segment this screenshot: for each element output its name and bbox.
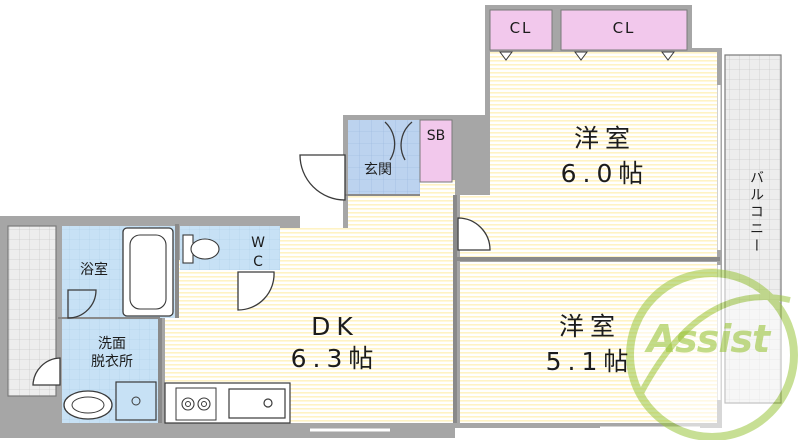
fixtures xyxy=(63,51,675,421)
dk-size: 6.3帖 xyxy=(290,344,380,373)
shoe-box-label: SB xyxy=(426,128,446,144)
western-room-1-name: 洋室 xyxy=(573,124,636,153)
washroom-label-1: 洗面 xyxy=(98,336,126,352)
washroom-label-2: 脱衣所 xyxy=(91,354,133,370)
balcony-label: バルコニー xyxy=(748,170,764,255)
closet-2-label: CL xyxy=(612,19,636,37)
toilet-label: WC xyxy=(251,235,275,270)
entrance-label: 玄関 xyxy=(364,162,392,178)
western-room-1-size: 6.0帖 xyxy=(560,159,650,188)
assist-logo xyxy=(626,269,798,441)
bathroom-label: 浴室 xyxy=(80,262,108,278)
partitions xyxy=(58,194,720,423)
western-room-2-name: 洋室 xyxy=(558,312,621,341)
assist-logo-text: Assist xyxy=(646,317,770,361)
western-room-2-size: 5.1帖 xyxy=(545,347,635,376)
closet-1-label: CL xyxy=(509,19,533,37)
dk-name: DK xyxy=(311,312,359,341)
